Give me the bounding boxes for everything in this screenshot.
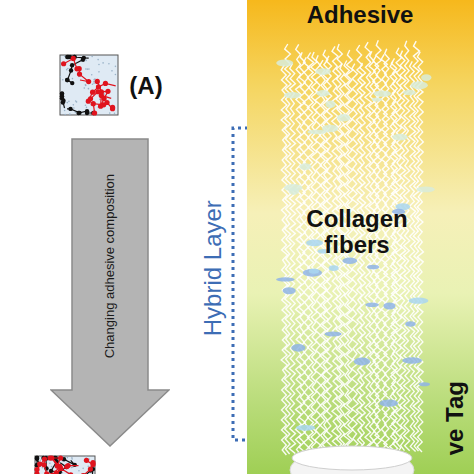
- panel-heading: Adhesive: [307, 2, 414, 28]
- region-label: Collagen fibers: [302, 206, 412, 259]
- arrow-label: Changing adhesive composition: [103, 174, 117, 358]
- adhesive-panel: AdhesiveCollagen fibers ve Tag: [247, 0, 474, 474]
- panel-letter: (A): [129, 73, 162, 99]
- side-label: ve Tag: [442, 381, 468, 455]
- layer-label: Hybrid Layer: [200, 200, 226, 336]
- process-arrow: Changing adhesive composition: [50, 138, 170, 448]
